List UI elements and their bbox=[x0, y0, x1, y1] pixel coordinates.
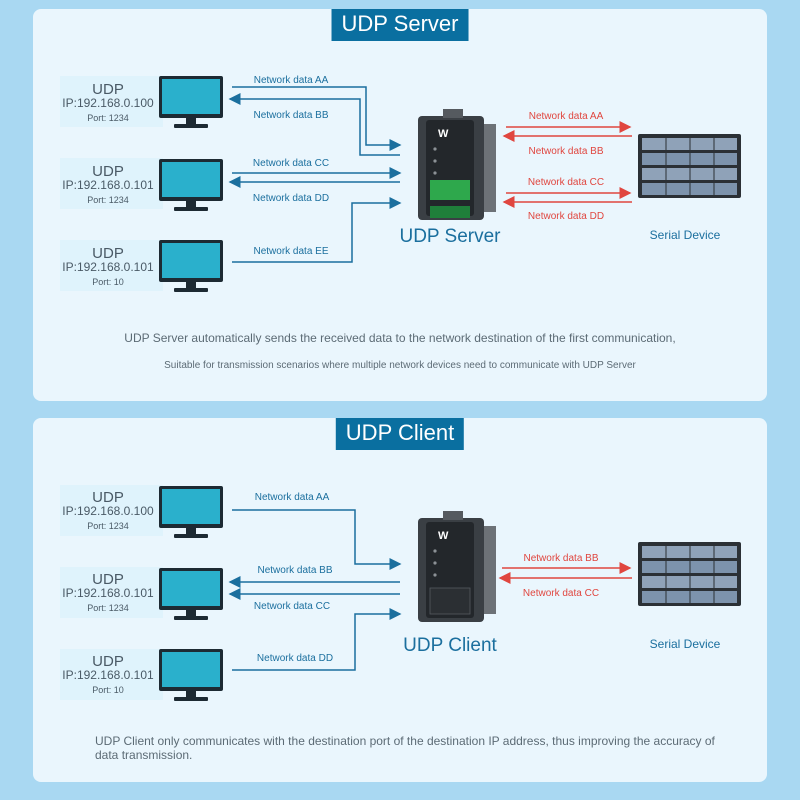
host-proto: UDP bbox=[92, 81, 124, 98]
host-port: Port: 1234 bbox=[87, 113, 129, 123]
host-port: Port: 1234 bbox=[87, 195, 129, 205]
flow-label: Network data DD bbox=[257, 653, 333, 664]
serial-device-label: Serial Device bbox=[650, 637, 721, 651]
host-label-1: UDP IP:192.168.0.100 Port: 1234 bbox=[60, 76, 163, 127]
serial-device-label: Serial Device bbox=[650, 228, 721, 242]
serial-flow-label: Network data AA bbox=[529, 111, 604, 122]
host-port: Port: 1234 bbox=[87, 603, 129, 613]
flow-line bbox=[232, 608, 402, 671]
flow-label: Network data BB bbox=[257, 565, 332, 576]
host-label-3: UDP IP:192.168.0.101 Port: 10 bbox=[60, 240, 163, 291]
flow-label: Network data BB bbox=[253, 110, 328, 121]
panel-title: UDP Server bbox=[331, 9, 469, 41]
host-proto: UDP bbox=[92, 245, 124, 262]
monitor-icon bbox=[159, 240, 223, 292]
svg-text:W: W bbox=[438, 128, 449, 140]
monitor-icon bbox=[159, 649, 223, 701]
flow-line bbox=[232, 86, 402, 151]
flow-label: Network data AA bbox=[254, 75, 329, 86]
udp-client-panel: UDP Client UDP IP:192.168.0.100 Port: 12… bbox=[33, 418, 767, 782]
flow-label: Network data CC bbox=[253, 158, 329, 169]
host-port: Port: 10 bbox=[92, 277, 124, 287]
serial-flow-label: Network data CC bbox=[523, 588, 599, 599]
panel-title: UDP Client bbox=[335, 418, 465, 450]
host-port: Port: 10 bbox=[92, 685, 124, 695]
udp-client-diagram: UDP IP:192.168.0.100 Port: 1234 UDP IP:1… bbox=[60, 485, 741, 701]
host-proto: UDP bbox=[92, 489, 124, 506]
monitor-icon bbox=[159, 486, 223, 538]
panel-description: UDP Client only communicates with the de… bbox=[95, 734, 715, 762]
monitor-icon bbox=[159, 568, 223, 620]
flow-label: Network data EE bbox=[253, 246, 328, 257]
host-ip: IP:192.168.0.101 bbox=[62, 178, 154, 192]
serial-flow-label: Network data BB bbox=[523, 553, 598, 564]
serial-flow-label: Network data BB bbox=[528, 146, 603, 157]
server-rack-icon bbox=[638, 542, 741, 606]
host-proto: UDP bbox=[92, 571, 124, 588]
flow-label: Network data AA bbox=[255, 492, 330, 503]
host-label-3: UDP IP:192.168.0.101 Port: 10 bbox=[60, 649, 163, 700]
host-ip: IP:192.168.0.100 bbox=[62, 96, 154, 110]
host-proto: UDP bbox=[92, 653, 124, 670]
host-label-2: UDP IP:192.168.0.101 Port: 1234 bbox=[60, 158, 163, 209]
host-proto: UDP bbox=[92, 163, 124, 180]
server-rack-icon bbox=[638, 134, 741, 198]
udp-server-diagram: UDP IP:192.168.0.100 Port: 1234 UDP IP:1… bbox=[60, 75, 741, 292]
monitor-icon bbox=[159, 159, 223, 211]
flow-label: Network data DD bbox=[253, 193, 329, 204]
udp-server-panel: UDP Server UDP IP:192.168.0.100 Port: 12… bbox=[33, 9, 767, 401]
flow-line bbox=[228, 93, 400, 156]
host-ip: IP:192.168.0.101 bbox=[62, 586, 154, 600]
gateway-device-icon: W bbox=[418, 511, 496, 622]
panel-note: Suitable for transmission scenarios wher… bbox=[164, 360, 636, 371]
serial-flow-label: Network data DD bbox=[528, 211, 604, 222]
flow-label: Network data CC bbox=[254, 601, 330, 612]
serial-flow-label: Network data CC bbox=[528, 177, 604, 188]
host-port: Port: 1234 bbox=[87, 521, 129, 531]
svg-text:W: W bbox=[438, 530, 449, 542]
device-label: UDP Client bbox=[403, 635, 497, 656]
gateway-device-icon: W bbox=[418, 109, 496, 220]
panel-description: UDP Server automatically sends the recei… bbox=[124, 331, 676, 345]
host-ip: IP:192.168.0.100 bbox=[62, 504, 154, 518]
host-ip: IP:192.168.0.101 bbox=[62, 668, 154, 682]
flow-line bbox=[232, 197, 402, 263]
device-label: UDP Server bbox=[399, 226, 501, 247]
host-label-1: UDP IP:192.168.0.100 Port: 1234 bbox=[60, 485, 163, 536]
flow-line bbox=[232, 509, 402, 570]
host-label-2: UDP IP:192.168.0.101 Port: 1234 bbox=[60, 567, 163, 618]
host-ip: IP:192.168.0.101 bbox=[62, 260, 154, 274]
monitor-icon bbox=[159, 76, 223, 128]
